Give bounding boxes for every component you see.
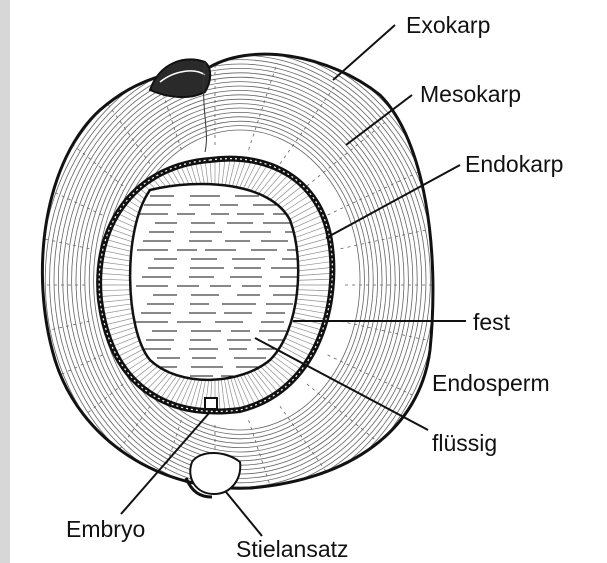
liquid-endosperm-cavity [130, 184, 298, 380]
label-fluessig: flüssig [432, 432, 497, 455]
label-embryo: Embryo [66, 518, 145, 541]
label-fest: fest [473, 311, 510, 334]
label-stielansatz: Stielansatz [236, 538, 349, 561]
leader-exokarp [333, 25, 395, 80]
embryo-shape [205, 398, 217, 409]
label-exokarp: Exokarp [406, 14, 490, 37]
leader-stielansatz [226, 492, 262, 536]
calyx-tip [150, 59, 210, 97]
label-mesokarp: Mesokarp [420, 83, 521, 106]
label-endosperm: Endosperm [432, 372, 550, 395]
page-edge-shadow [0, 0, 10, 563]
label-endokarp: Endokarp [465, 153, 563, 176]
